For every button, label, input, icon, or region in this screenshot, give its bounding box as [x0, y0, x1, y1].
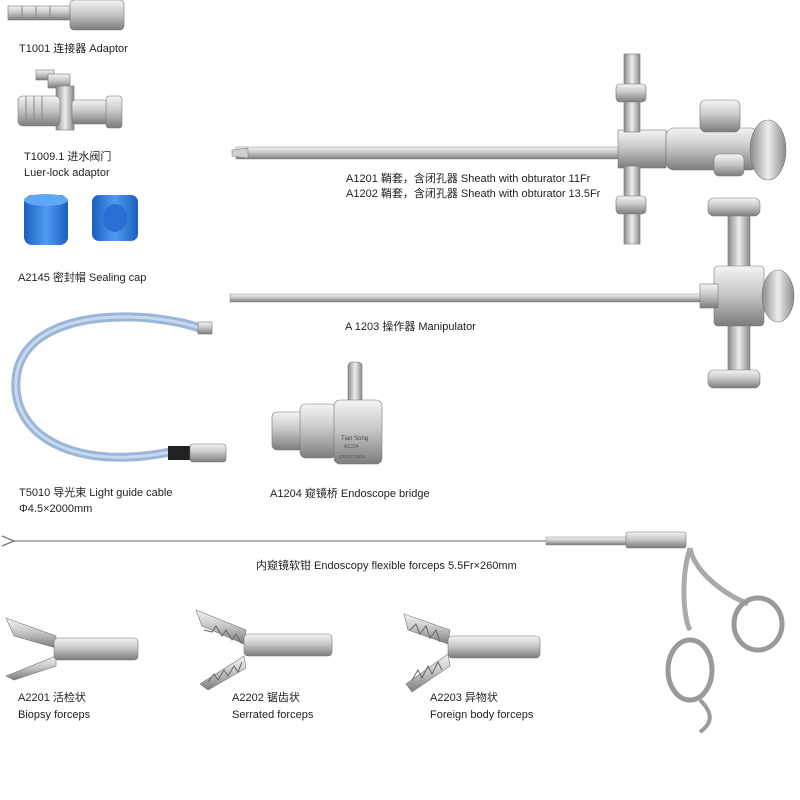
endoscope-bridge-image: Tian Song A1204 13012112616 [271, 361, 383, 465]
label-serrated-name: Serrated forceps [232, 709, 314, 721]
adaptor-t1001-image [7, 0, 125, 31]
label-manipulator: A 1203 操作器 Manipulator [345, 321, 476, 333]
label-foreign-body-code: A2203 异物状 [430, 692, 498, 704]
label-biopsy-code: A2201 活检状 [18, 692, 86, 704]
engraving-serial: 13012112616 [338, 454, 366, 459]
sheath-with-obturator-image [231, 53, 787, 245]
light-guide-cable-image [11, 312, 227, 463]
label-light-guide-cable: T5010 导光束 Light guide cable [19, 487, 173, 499]
luer-lock-adaptor-image [17, 69, 123, 131]
flexible-forceps-image [1, 531, 785, 734]
label-sealing-cap: A2145 密封帽 Sealing cap [18, 272, 147, 284]
label-flexible-forceps: 内窥镜软钳 Endoscopy flexible forceps 5.5Fr×2… [256, 560, 517, 572]
label-serrated-code: A2202 锯齿状 [232, 692, 300, 704]
label-foreign-body-name: Foreign body forceps [430, 709, 534, 721]
label-sheath-13-5fr: A1202 鞘套，含闭孔器 Sheath with obturator 13.5… [346, 188, 601, 200]
engraving-brand: Tian Song [341, 436, 368, 442]
label-luer-lock-code: T1009.1 进水阀门 [24, 151, 112, 163]
engraving-model: A1204 [344, 444, 359, 450]
label-biopsy-name: Biopsy forceps [18, 709, 91, 721]
biopsy-forceps-tip-image [5, 617, 139, 681]
label-adaptor: T1001 连接器 Adaptor [19, 43, 128, 55]
label-sheath-11fr: A1201 鞘套，含闭孔器 Sheath with obturator 11Fr [346, 173, 591, 185]
sealing-cap-image [24, 194, 138, 245]
serrated-forceps-tip-image [195, 609, 333, 691]
label-luer-lock-name: Luer-lock adaptor [24, 167, 110, 179]
label-endoscope-bridge: A1204 窥镜桥 Endoscope bridge [270, 488, 430, 500]
label-light-guide-size: Φ4.5×2000mm [19, 503, 93, 515]
manipulator-image [229, 197, 795, 389]
foreign-body-forceps-tip-image [403, 613, 541, 693]
